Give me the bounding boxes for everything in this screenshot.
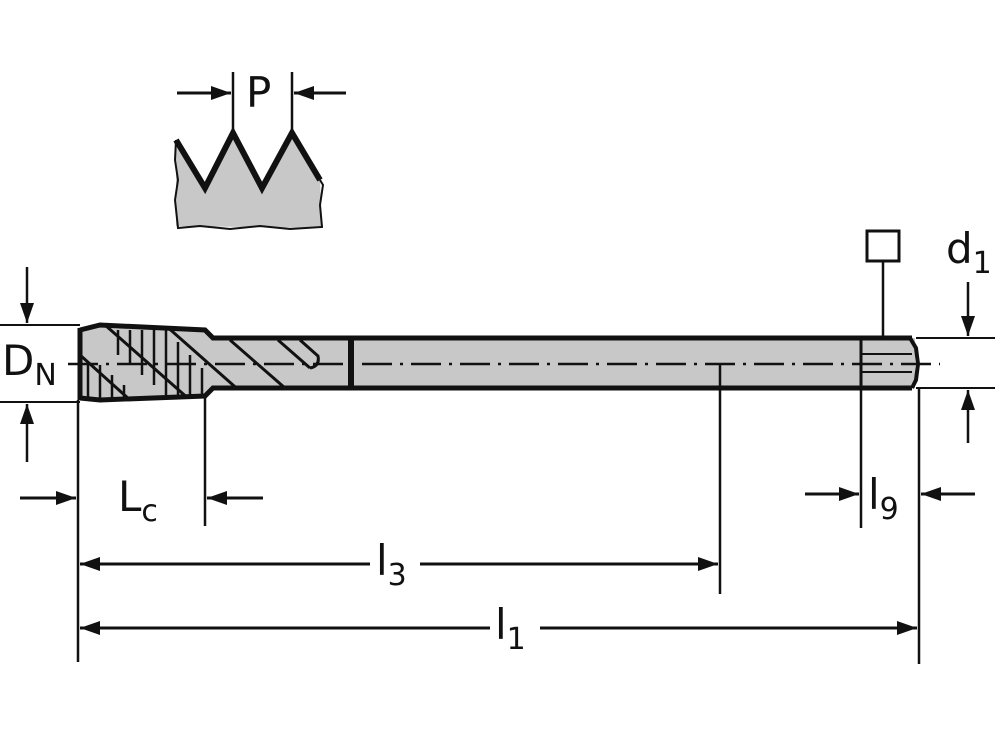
extension-lines <box>76 364 921 664</box>
dimension-d1 <box>916 282 995 443</box>
label-pitch: P <box>246 68 272 117</box>
label-total-length: l1 <box>495 600 526 657</box>
label-chamfer-length: Lc <box>118 472 158 529</box>
label-thread-length: l3 <box>376 536 407 593</box>
thread-profile-detail <box>173 72 346 231</box>
label-shank-diameter: d1 <box>946 224 992 281</box>
tap-body <box>68 322 940 403</box>
label-square-length: l9 <box>868 470 899 527</box>
dimension-dn <box>0 267 80 462</box>
square-symbol <box>865 229 901 338</box>
label-nominal-diameter: DN <box>2 336 57 393</box>
